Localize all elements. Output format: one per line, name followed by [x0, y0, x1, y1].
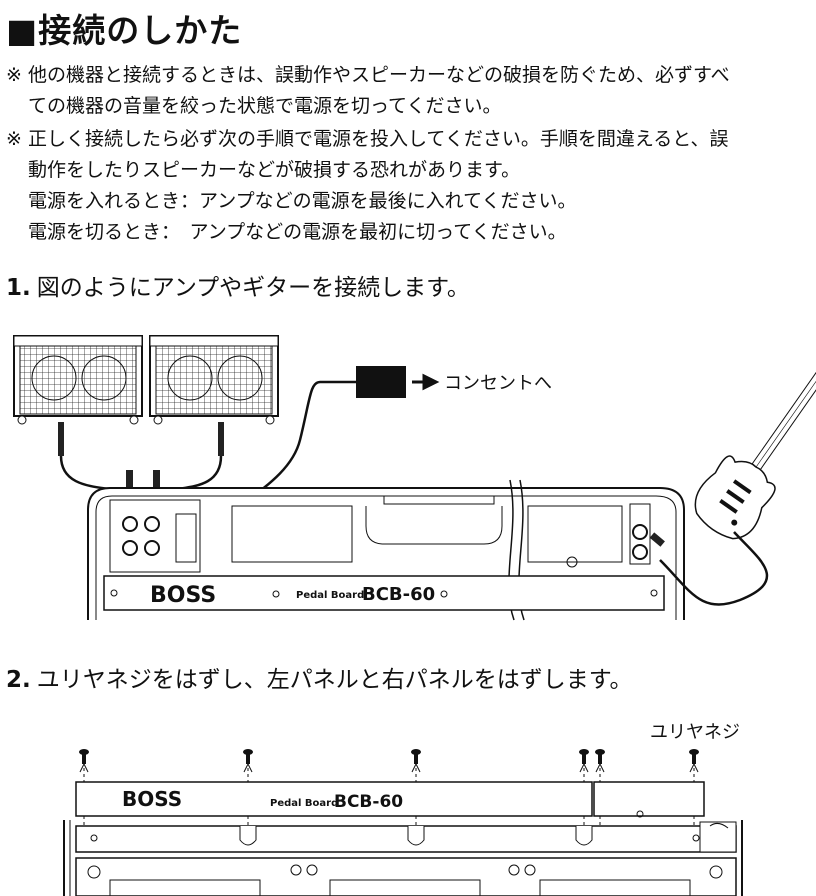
heading-square-mark: ■ [6, 11, 39, 50]
power-off-line: 電源を切るとき： アンプなどの電源を最初に切ってください。 [28, 221, 567, 243]
step-2: 2.ユリヤネジをはずし、左パネルと右パネルをはずします。 [6, 660, 632, 694]
arrow-right-icon [412, 373, 440, 391]
heading-text: 接続のしかた [38, 11, 243, 50]
note-line: 正しく接続したら必ず次の手順で電源を投入してください。手順を間違えると、誤 [28, 128, 729, 150]
note-line: 他の機器と接続するときは、誤動作やスピーカーなどの破損を防ぐため、必ずすべ [28, 64, 730, 86]
screw-label: ユリヤネジ [650, 722, 740, 743]
note-2: ※ 正しく接続したら必ず次の手順で電源を投入してください。手順を間違えると、誤 … [6, 124, 812, 248]
pedal-board-frame [63, 820, 743, 896]
model-name: BCB-60 [362, 584, 435, 605]
guitar-plug [649, 532, 665, 547]
model-name: BCB-60 [334, 792, 403, 812]
step-text: 図のようにアンプやギターを接続します。 [36, 275, 470, 301]
amplifier-2 [149, 335, 279, 425]
panel-removal-diagram: ユリヤネジ [63, 722, 743, 896]
brand-logo: BOSS [150, 583, 216, 608]
pedal-board [87, 479, 685, 621]
step-number: 1. [6, 275, 31, 301]
panel-hole [440, 590, 448, 598]
note-mark: ※ [6, 64, 22, 86]
amplifier-1 [13, 335, 143, 425]
left-panel [75, 781, 593, 817]
electric-guitar [694, 363, 816, 540]
outlet-label: コンセントへ [444, 373, 552, 394]
note-mark: ※ [6, 128, 22, 150]
step-number: 2. [6, 667, 31, 693]
step-1: 1.図のようにアンプやギターを接続します。 [6, 268, 470, 302]
step-text: ユリヤネジをはずし、左パネルと右パネルをはずします。 [36, 667, 633, 693]
right-panel [593, 781, 705, 817]
note-line: ての機器の音量を絞った状態で電源を切ってください。 [28, 95, 502, 117]
brand-logo: BOSS [122, 787, 182, 811]
product-prefix: Pedal Board [270, 798, 338, 809]
product-prefix: Pedal Board [296, 590, 364, 601]
panel-hole [272, 590, 280, 598]
guitar-cable [659, 531, 769, 606]
amp-plug [58, 422, 64, 456]
connection-diagram: コンセントへ BOSS Pedal Board BCB-60 [13, 335, 816, 621]
amp-plug [218, 422, 224, 456]
panel-hole [636, 810, 644, 818]
power-adapter [356, 366, 406, 398]
page-title: ■接続のしかた [6, 4, 242, 52]
power-on-line: 電源を入れるとき：アンプなどの電源を最後に入れてください。 [28, 190, 577, 212]
note-line: 動作をしたりスピーカーなどが破損する恐れがあります。 [28, 159, 521, 181]
note-1: ※ 他の機器と接続するときは、誤動作やスピーカーなどの破損を防ぐため、必ずすべ … [6, 60, 812, 122]
